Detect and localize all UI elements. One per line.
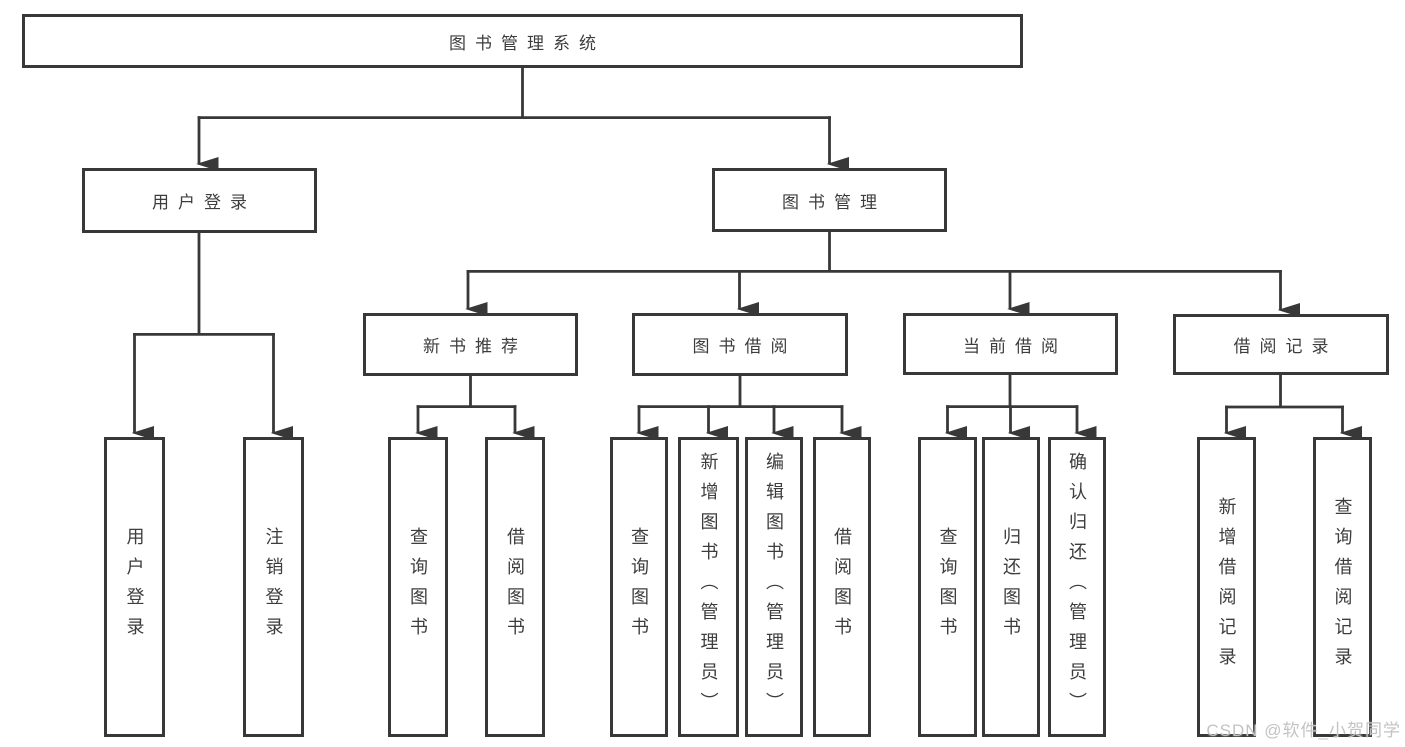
node-label: 新书推荐: [423, 337, 527, 356]
node-library-management-system: 图书管理系统: [22, 14, 1023, 68]
node-label: 用户登录: [124, 527, 145, 647]
node-new-book-recommendation: 新书推荐: [363, 313, 578, 376]
csdn-watermark: CSDN @软件_小贺同学: [1206, 721, 1401, 740]
leaf-records-add-record: 新增借阅记录: [1197, 437, 1256, 737]
node-label: 注销登录: [263, 527, 284, 647]
node-label: 新增图书（管理员）: [698, 452, 719, 722]
node-label: 借阅图书: [832, 527, 852, 647]
node-label: 图书管理系统: [449, 33, 605, 53]
leaf-current-confirm-return-admin: 确认归还（管理员）: [1048, 437, 1106, 737]
leaf-current-return-books: 归还图书: [982, 437, 1040, 737]
leaf-current-query-books: 查询图书: [918, 437, 977, 737]
node-label: 新增借阅记录: [1216, 497, 1237, 677]
connector-borrowing-records-to-leaves: [1223, 375, 1363, 440]
connector-root-to-level2: [196, 68, 850, 171]
connector-new-book-to-leaves: [415, 376, 535, 440]
node-label: 查询图书: [629, 527, 649, 647]
node-book-management: 图书管理: [712, 168, 947, 232]
node-current-borrowing: 当前借阅: [903, 313, 1118, 375]
connector-current-borrowing-to-leaves: [944, 375, 1097, 440]
node-label: 查询图书: [937, 527, 958, 647]
node-label: 查询借阅记录: [1332, 497, 1353, 677]
node-label: 借阅图书: [505, 527, 525, 647]
node-label: 图书管理: [782, 192, 886, 212]
leaf-borrowing-query-books: 查询图书: [610, 437, 668, 737]
leaf-borrowing-borrow-books: 借阅图书: [813, 437, 871, 737]
node-label: 归还图书: [1001, 527, 1021, 647]
leaf-borrowing-add-books-admin: 新增图书（管理员）: [678, 437, 739, 737]
leaf-borrowing-edit-books-admin: 编辑图书（管理员）: [745, 437, 803, 737]
leaf-newbook-borrow-books: 借阅图书: [485, 437, 545, 737]
node-book-borrowing: 图书借阅: [632, 313, 848, 376]
connector-book-management-to-level3: [465, 232, 1301, 317]
leaf-user-login: 用户登录: [104, 437, 165, 737]
node-label: 用户登录: [152, 193, 256, 212]
node-label: 确认归还（管理员）: [1067, 452, 1087, 722]
node-label: 编辑图书（管理员）: [764, 452, 784, 722]
leaf-records-query-record: 查询借阅记录: [1313, 437, 1372, 737]
node-label: 借阅记录: [1233, 337, 1338, 356]
node-user-login: 用户登录: [82, 168, 317, 233]
node-borrowing-records: 借阅记录: [1173, 314, 1389, 375]
node-label: 图书借阅: [692, 337, 797, 356]
node-label: 当前借阅: [963, 336, 1067, 356]
node-label: 查询图书: [408, 527, 428, 647]
connector-user-login-to-leaves: [131, 233, 294, 440]
connector-book-borrowing-to-leaves: [636, 376, 862, 440]
leaf-newbook-query-books: 查询图书: [388, 437, 448, 737]
leaf-logout-login: 注销登录: [243, 437, 304, 737]
